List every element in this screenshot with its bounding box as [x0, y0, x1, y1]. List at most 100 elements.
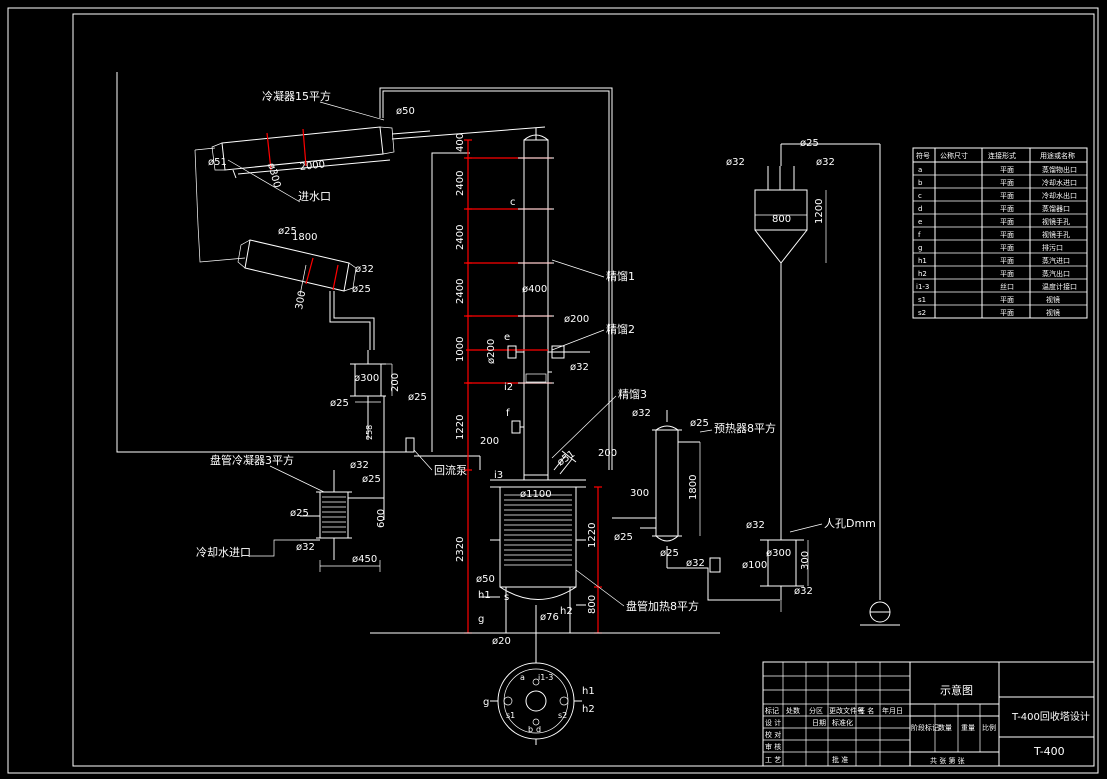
- dim-d200b: ø200: [564, 314, 589, 325]
- letter-i13-plan: i1-3: [538, 673, 553, 682]
- table-cell: 视镜手孔: [1042, 217, 1070, 226]
- tb-r1-c3: 分区: [809, 706, 823, 715]
- tb-mid-h4: 比例: [982, 723, 996, 732]
- tb-mid-h2: 数量: [938, 723, 952, 732]
- dim-d32h: ø32: [816, 157, 835, 168]
- dim-l1800b: 1800: [688, 475, 699, 500]
- letter-s1-plan: s1: [506, 711, 515, 720]
- table-cell: 平面: [1000, 192, 1014, 200]
- dim-d51: ø51: [208, 157, 227, 168]
- dim-d32e: ø32: [632, 408, 651, 419]
- letter-h2-plan: h2: [582, 704, 595, 715]
- dim-d25g: ø25: [614, 532, 633, 543]
- dim-d25j: ø25: [800, 138, 819, 149]
- title-block: 标记 处数 分区 更改文件号 签 名 年月日 设 计 日期 标准化 校 对 审 …: [762, 661, 1095, 767]
- table-cell: 温度计接口: [1042, 282, 1077, 291]
- feed-pump: [860, 601, 900, 626]
- table-cell: 视镜: [1046, 295, 1060, 304]
- dim-d32j: ø32: [794, 586, 813, 597]
- dim-l200c: 200: [598, 448, 617, 459]
- dim-l800: 800: [772, 214, 791, 225]
- dim-d400: ø400: [522, 284, 547, 295]
- table-cell: s1: [918, 296, 926, 304]
- vapor-return-pipe: [116, 72, 613, 470]
- letter-e: e: [504, 332, 510, 343]
- letter-s2-plan: s2: [558, 711, 567, 720]
- dim-h2320: 2320: [455, 537, 466, 562]
- table-cell: 视镜手孔: [1042, 230, 1070, 239]
- dim-d50: ø50: [396, 106, 415, 117]
- dim-h1000: 1000: [455, 337, 466, 362]
- tb-drawing-name: 示意图: [940, 683, 973, 697]
- table-cell: 平面: [1000, 309, 1014, 317]
- label-preheater: 预热器8平方: [714, 421, 776, 435]
- table-cell: 平面: [1000, 205, 1014, 213]
- tb-mid-h1: 阶段标记: [911, 723, 939, 732]
- letter-b-plan: b: [528, 725, 533, 734]
- letter-s: s: [504, 592, 509, 603]
- dim-d1100: ø1100: [520, 489, 552, 500]
- label-section1: 精馏1: [606, 269, 635, 283]
- table-cell: 平面: [1000, 231, 1014, 239]
- dim-d32f: ø32: [686, 558, 705, 569]
- dim-d300c: ø300: [766, 548, 791, 559]
- table-cell: s2: [918, 309, 926, 317]
- table-cell: 平面: [1000, 296, 1014, 304]
- table-cell: 蒸汽进口: [1042, 256, 1070, 265]
- label-section3: 精馏3: [618, 387, 647, 401]
- dim-h400: 400: [455, 133, 466, 152]
- tb-r4-c1: 审 核: [765, 742, 781, 751]
- letter-f: f: [506, 408, 510, 419]
- dim-d200a: ø200: [486, 339, 497, 364]
- reboiler: [480, 450, 602, 640]
- label-section2: 精馏2: [606, 322, 635, 336]
- dim-d32d: ø32: [570, 362, 589, 373]
- tb-sheet: 共 张 第 张: [930, 756, 965, 765]
- dim-h800: 800: [587, 595, 598, 614]
- dim-l600: 600: [376, 509, 387, 528]
- letter-g-plan: g: [483, 697, 489, 708]
- table-cell: 平面: [1000, 179, 1014, 187]
- dim-d25a: ø25: [278, 226, 297, 237]
- dim-h2400c: 2400: [455, 279, 466, 304]
- dim-d300b: ø300: [354, 373, 379, 384]
- tb-r2-c1: 设 计: [765, 718, 781, 727]
- table-cell: 平面: [1000, 244, 1014, 252]
- tb-project-title: T-400回收塔设计: [1011, 710, 1090, 723]
- letter-d-plan: d: [536, 725, 541, 734]
- tb-mid-h3: 重量: [961, 724, 975, 732]
- table-cell: 平面: [1000, 257, 1014, 265]
- dim-l1800a: 1800: [292, 232, 317, 243]
- dimension-labels: ø50 ø50 ø51 ø300 2000 ø25 1800 ø32 ø25 3…: [208, 106, 835, 647]
- tb-r2-c3: 日期: [812, 719, 826, 727]
- dim-l300a: 300: [294, 290, 308, 311]
- dim-d25f: ø25: [290, 508, 309, 519]
- letter-g: g: [478, 614, 484, 625]
- label-water-inlet: 进水口: [298, 190, 331, 203]
- table-header-size: 公称尺寸: [940, 151, 968, 160]
- letter-h1-plan: h1: [582, 686, 595, 697]
- dim-d25b: ø25: [352, 284, 371, 295]
- tb-r5-c3: 批 准: [832, 755, 848, 764]
- letter-c: c: [510, 197, 516, 208]
- dim-d25e: ø25: [362, 474, 381, 485]
- tb-r1-c6: 年月日: [882, 706, 903, 715]
- table-cell: 平面: [1000, 166, 1014, 174]
- reboiler-plan-view: [490, 640, 582, 745]
- label-coil-heater: 盘管加热8平方: [626, 599, 699, 613]
- dim-d25d: ø25: [408, 392, 427, 403]
- table-cell: 平面: [1000, 270, 1014, 278]
- dim-d32i: ø32: [746, 520, 765, 531]
- tb-drawing-no: T-400: [1033, 745, 1065, 758]
- table-cell: h2: [918, 270, 927, 278]
- dim-l300b: 300: [630, 488, 649, 499]
- table-cell: 丝口: [1000, 282, 1014, 291]
- tb-r1-c2: 处数: [786, 706, 800, 715]
- letter-i2: i2: [504, 382, 513, 393]
- table-cell: 冷却水出口: [1042, 191, 1077, 200]
- head-tank: [754, 143, 881, 600]
- dim-d32g: ø32: [726, 157, 745, 168]
- dim-l300c: 300: [800, 551, 811, 570]
- nozzle-letters: c e f i2 i3 h1 h2 g s g h1 h2 b d s1 s2 …: [478, 197, 595, 734]
- table-header-symbol: 符号: [916, 151, 930, 160]
